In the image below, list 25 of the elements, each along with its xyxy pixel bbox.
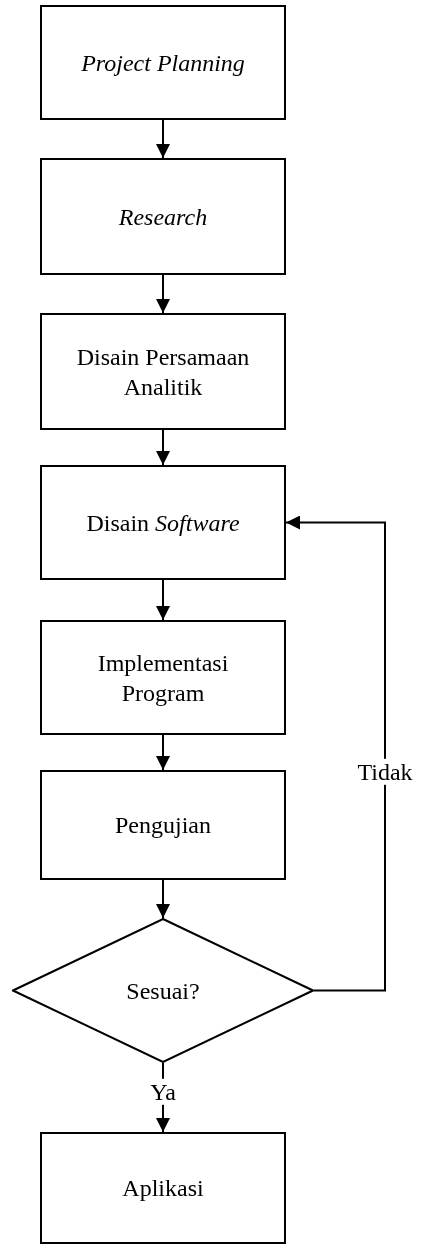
process-box xyxy=(40,158,286,275)
edge-label: Tidak xyxy=(354,758,416,785)
arrow xyxy=(285,515,386,992)
arrow xyxy=(156,879,170,919)
edge-label: Ya xyxy=(147,1078,179,1105)
process-box xyxy=(40,620,286,735)
arrow xyxy=(156,274,170,314)
arrow xyxy=(156,429,170,466)
decision-diamond xyxy=(12,918,314,1063)
node-label: Sesuai? xyxy=(125,976,201,1006)
node-label: Implementasi Program xyxy=(96,648,230,708)
process-box xyxy=(40,1132,286,1244)
node-label: Project Planning xyxy=(80,48,246,78)
arrow xyxy=(156,579,170,621)
process-box xyxy=(40,313,286,430)
node-label: Aplikasi xyxy=(121,1174,205,1203)
process-box xyxy=(40,770,286,880)
node-label: Pengujian xyxy=(114,811,212,840)
arrow xyxy=(156,734,170,771)
node-label: Disain Persamaan Analitik xyxy=(75,342,251,402)
node-label: Disain Software xyxy=(85,508,241,538)
process-box xyxy=(40,465,286,580)
node-label: Research xyxy=(117,202,209,232)
arrow xyxy=(156,119,170,159)
process-box xyxy=(40,5,286,120)
